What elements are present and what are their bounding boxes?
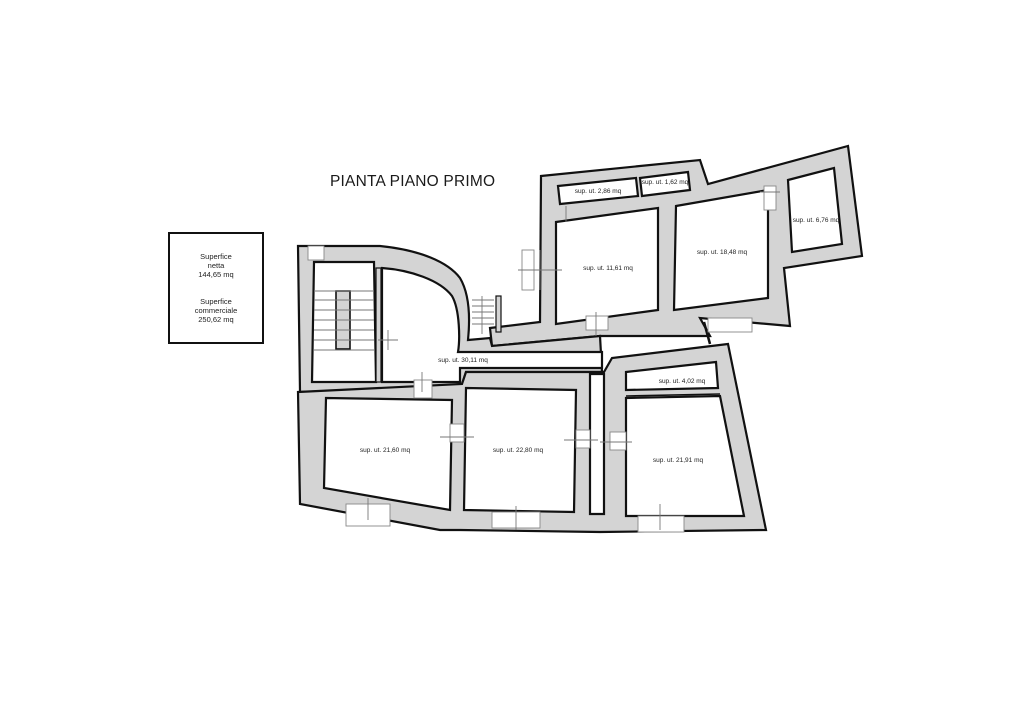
closet-a xyxy=(556,176,640,206)
plan-title: PIANTA PIANO PRIMO xyxy=(330,173,496,190)
area-legend: Superfice netta 144,65 mq Superfice comm… xyxy=(168,232,264,344)
room-north-1 xyxy=(554,206,660,326)
label-room-north-1: sup. ut. 11,61 mq xyxy=(583,265,633,272)
net-area-block: Superfice netta 144,65 mq xyxy=(170,252,262,279)
stair-treads xyxy=(314,290,374,351)
label-closet-a: sup. ut. 2,86 mq xyxy=(575,188,622,195)
room-east xyxy=(624,394,746,518)
commercial-area-block: Superfice commerciale 250,62 mq xyxy=(170,297,262,324)
label-hall: sup. ut. 30,11 mq xyxy=(438,357,488,364)
label-room-south-1: sup. ut. 21,60 mq xyxy=(360,447,411,454)
room-south-2 xyxy=(462,386,578,514)
room-north-2 xyxy=(672,188,770,312)
hall xyxy=(380,266,604,384)
door-swings xyxy=(367,191,780,530)
shaft-line xyxy=(702,321,712,345)
commercial-area-label-2: commerciale xyxy=(194,306,238,315)
net-area-label: Superfice xyxy=(200,252,232,261)
net-area-label-2: netta xyxy=(207,261,225,270)
commercial-area-label: Superfice xyxy=(200,297,232,306)
label-room-east-small: sup. ut. 4,02 mq xyxy=(659,378,706,385)
room-northeast xyxy=(786,166,844,254)
label-closet-b: sup. ut. 1,62 mq xyxy=(642,179,689,186)
openings xyxy=(307,185,777,533)
commercial-area-value: 250,62 mq xyxy=(198,315,234,324)
small-stair xyxy=(472,296,494,334)
label-room-south-2: sup. ut. 22,80 mq xyxy=(493,447,544,454)
partition xyxy=(375,267,382,383)
label-room-northeast: sup. ut. 6,76 mq xyxy=(793,217,840,224)
corridor-south xyxy=(588,372,606,516)
closet-b xyxy=(638,170,692,198)
room-south-1 xyxy=(322,396,454,512)
label-room-east: sup. ut. 21,91 mq xyxy=(653,457,704,464)
east-divider xyxy=(625,393,721,397)
label-room-north-2: sup. ut. 18,48 mq xyxy=(697,249,748,256)
room-east-small xyxy=(624,360,720,392)
net-area-value: 144,65 mq xyxy=(198,270,234,279)
small-stair-wall xyxy=(495,295,502,333)
